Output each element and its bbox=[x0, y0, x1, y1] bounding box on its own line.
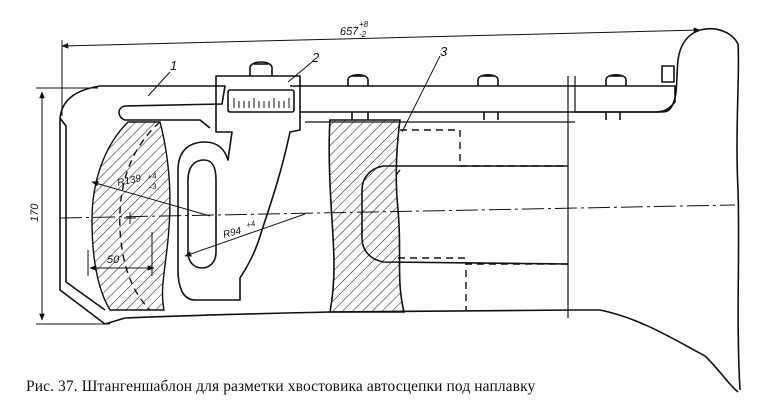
dimension-lines bbox=[36, 27, 701, 325]
dim-overall-tol-upper: +8 bbox=[359, 20, 369, 29]
dim-offset: 50 bbox=[107, 254, 120, 266]
body-bottom-edge bbox=[124, 309, 576, 319]
dim-radius-large: R139 bbox=[116, 173, 142, 189]
centre-line bbox=[59, 204, 736, 219]
slider bbox=[177, 75, 301, 301]
dim-overall-tol-lower: -2 bbox=[359, 30, 367, 39]
hidden-cavity bbox=[395, 129, 568, 310]
dim-height: 170 bbox=[29, 203, 41, 222]
vernier-window bbox=[227, 89, 295, 113]
dimension-texts: 657 +8 -2 170 R139 +4 -3 R94 +4 50 bbox=[29, 20, 369, 266]
hidden-arc-left bbox=[119, 121, 161, 311]
dim-radius-small-tol: +4 bbox=[245, 219, 257, 230]
ruler-bar bbox=[290, 85, 676, 113]
body-right-contour bbox=[575, 28, 741, 393]
vernier-scale bbox=[233, 98, 290, 108]
dim-overall-length: 657 bbox=[340, 26, 360, 38]
leader-lines bbox=[147, 55, 441, 133]
figure-caption: Рис. 37. Штангеншаблон для разметки хвос… bbox=[26, 378, 536, 395]
template-outline bbox=[59, 85, 226, 325]
dim-radius-large-tol-lower: -3 bbox=[149, 182, 158, 192]
dim-radius-large-tol-upper: +4 bbox=[147, 171, 158, 182]
dim-radius-small: R94 bbox=[222, 225, 243, 240]
callout-1: 1 bbox=[170, 58, 177, 73]
ruler-screws bbox=[347, 73, 627, 120]
callout-2: 2 bbox=[311, 50, 320, 65]
hatched-weld-center bbox=[328, 119, 406, 313]
callout-3: 3 bbox=[440, 44, 448, 59]
body-opening bbox=[361, 165, 569, 265]
